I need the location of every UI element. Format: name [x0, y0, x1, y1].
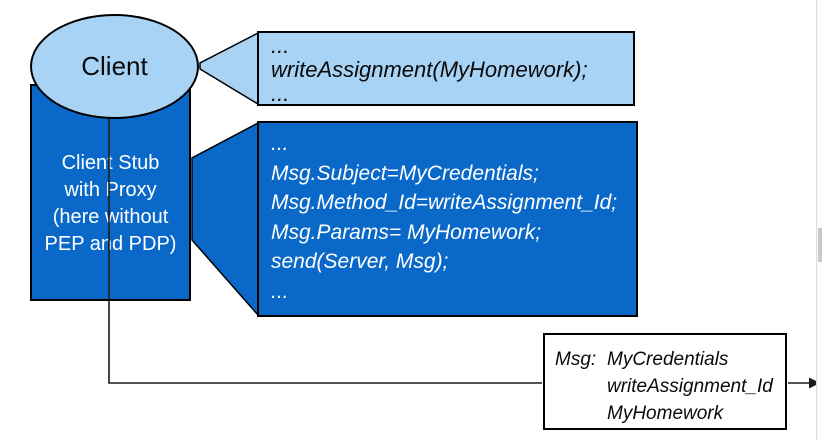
message-box: Msg: MyCredentials writeAssignment_Id My…: [543, 333, 787, 430]
message-box-label: Msg:: [555, 349, 597, 370]
stub-label-line: with Proxy: [64, 179, 157, 201]
client-code-callout: ... writeAssignment(MyHomework); ...: [257, 31, 635, 106]
scrollbar-thumb[interactable]: [818, 228, 822, 262]
stub-code-callout: ... Msg.Subject=MyCredentials; Msg.Metho…: [257, 121, 638, 317]
client-callout-pointer: [199, 31, 259, 106]
code-line: Msg.Params= MyHomework;: [271, 220, 542, 244]
stub-label-line: Client Stub: [61, 152, 160, 174]
code-line: ...: [271, 279, 289, 303]
stub-callout-pointer: [191, 121, 259, 317]
code-line: ...: [271, 132, 289, 155]
client-label: Client: [81, 51, 148, 81]
scrollbar-track[interactable]: [816, 0, 822, 440]
message-box-values: MyCredentials writeAssignment_Id MyHomew…: [607, 346, 785, 428]
code-line: writeAssignment(MyHomework);: [271, 57, 588, 82]
code-line: send(Server, Msg);: [271, 250, 449, 273]
client-stub-label: Client Stub with Proxy (here without PEP…: [32, 150, 189, 258]
stub-label-line: (here without: [52, 206, 169, 228]
message-value: MyHomework: [607, 403, 724, 424]
code-line: Msg.Method_Id=writeAssignment_Id;: [271, 191, 618, 214]
message-value: MyCredentials: [607, 349, 729, 370]
code-line: Msg.Subject=MyCredentials;: [271, 161, 539, 185]
code-line: ...: [271, 81, 290, 106]
code-line: ...: [271, 33, 290, 58]
message-value: writeAssignment_Id: [607, 376, 773, 397]
stub-label-line: PEP and PDP): [44, 233, 177, 255]
client-node: Client: [30, 14, 199, 119]
